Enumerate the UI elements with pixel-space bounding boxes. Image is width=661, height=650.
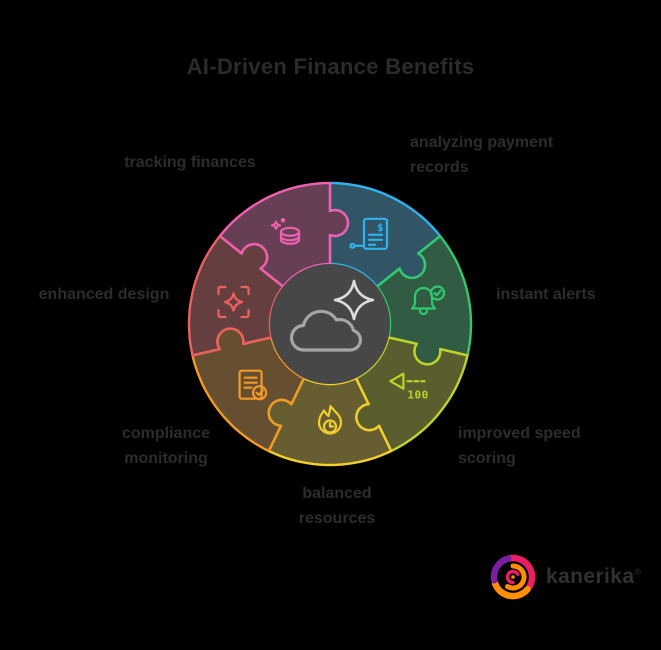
segment-label-balanced-resources: balanced resources (298, 485, 376, 527)
page-title: AI-Driven Finance Benefits (186, 54, 475, 79)
invoice-dollar-icon: $ (349, 217, 389, 250)
sparkle-frame-icon (217, 285, 250, 319)
segment-label-tracking-finances: tracking finances (124, 154, 256, 171)
segment-label-enhanced-design: enhanced design (38, 286, 170, 303)
coins-icon (270, 218, 301, 245)
cloud-icon (289, 309, 362, 352)
segment-label-compliance: compliance monitoring (121, 425, 211, 467)
svg-text:$: $ (377, 221, 384, 234)
segment-label-speed-scoring: improved speed scoring (458, 425, 581, 467)
ai-sparkle-icon (333, 279, 375, 321)
flame-clock-icon (317, 404, 343, 435)
brand-logo-wordmark: kanerika® (546, 565, 642, 588)
registered-mark: ® (634, 567, 642, 577)
bell-check-icon (410, 285, 446, 316)
segment-label-instant-alerts: instant alerts (496, 286, 596, 303)
brand-logo: kanerika® (488, 552, 641, 602)
segment-label-payment-analysis: analyzing payment records (410, 134, 554, 176)
brand-logo-swirl-icon (490, 554, 536, 600)
speed-score-icon: 100 (389, 372, 428, 402)
doc-check-icon (238, 369, 268, 401)
svg-text:100: 100 (407, 389, 428, 402)
